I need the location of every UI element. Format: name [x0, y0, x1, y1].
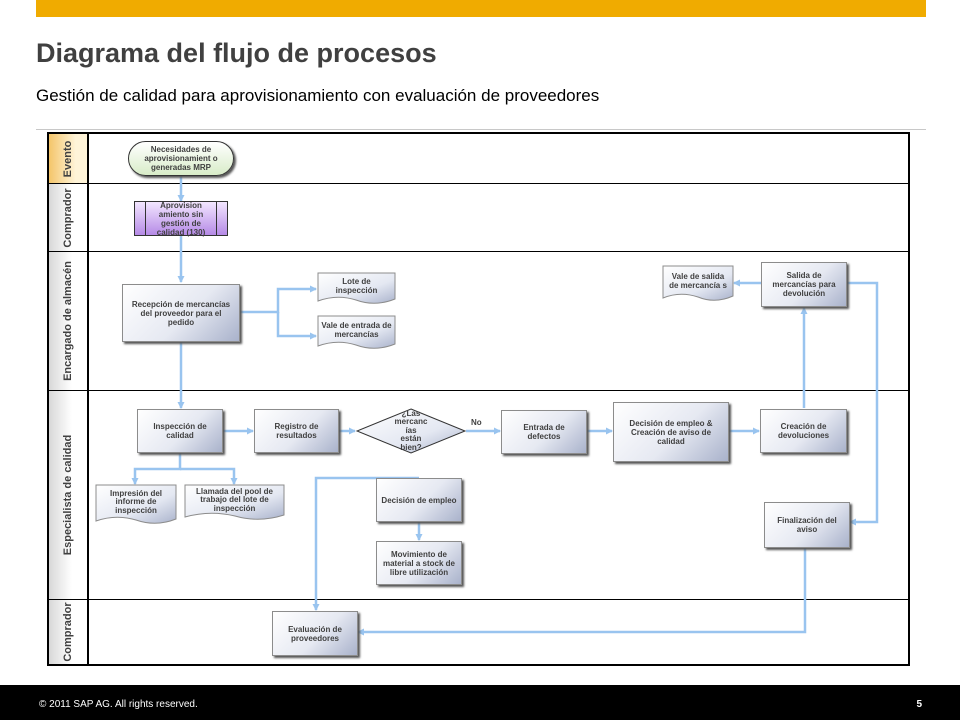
node-label: Aprovision amiento sin gestión de calida… — [156, 200, 206, 237]
node-label: Llamada del pool de trabajo del lote de … — [196, 486, 273, 513]
lane-label-almacen: Encargado de almacén — [49, 252, 89, 390]
node-label: ¿Las mercanc ías están bien? — [394, 408, 428, 452]
arrow — [131, 453, 182, 485]
diagram-frame — [47, 132, 910, 666]
document-llamada: Llamada del pool de trabajo del lote de … — [184, 484, 285, 521]
arrow — [847, 281, 879, 526]
lane-comprador-bottom: Comprador — [49, 600, 908, 664]
arrow — [276, 312, 317, 340]
header-divider — [36, 129, 926, 130]
lane-comprador-top: Comprador — [49, 184, 908, 252]
document-vale-salida: Vale de salida de mercancía s — [662, 265, 734, 302]
accent-bar — [36, 0, 926, 17]
lane-label-comprador: Comprador — [49, 184, 89, 251]
event-necesidades: Necesidades de aprovisionamient o genera… — [128, 141, 234, 176]
node-label: Creación de devoluciones — [777, 422, 830, 440]
lane-label-evento: Evento — [49, 134, 89, 183]
task-inspeccion: Inspección de calidad — [137, 409, 223, 453]
page-subtitle: Gestión de calidad para aprovisionamient… — [36, 86, 600, 105]
process-aprovisionamiento: Aprovision amiento sin gestión de calida… — [134, 200, 228, 237]
document-vale-entrada: Vale de entrada de mercancías — [317, 315, 396, 350]
node-label: Movimiento de material a stock de libre … — [382, 549, 456, 577]
task-creacion-devoluciones: Creación de devoluciones — [760, 409, 847, 453]
decision-mercancias: ¿Las mercanc ías están bien? — [356, 408, 466, 454]
copyright: © 2011 SAP AG. All rights reserved. — [39, 699, 198, 710]
node-label: Inspección de calidad — [153, 422, 207, 440]
node-label: Vale de salida de mercancía s — [669, 272, 727, 290]
node-label: Impresión del informe de inspección — [109, 488, 162, 515]
page-number: 5 — [916, 699, 922, 710]
footer: © 2011 SAP AG. All rights reserved. 5 — [0, 685, 960, 720]
arrow — [240, 285, 317, 314]
lane-label-comprador: Comprador — [49, 600, 89, 664]
task-entrada-defectos: Entrada de defectos — [501, 410, 587, 454]
node-label: Vale de entrada de mercancías — [321, 321, 392, 339]
branch-label-no: No — [471, 418, 482, 427]
lane-calidad: Especialista de calidad — [49, 391, 908, 600]
node-label: Decisión de empleo & Creación de aviso d… — [629, 418, 713, 446]
task-recepcion: Recepción de mercancías del proveedor pa… — [122, 284, 240, 342]
process-bar-right — [216, 202, 217, 235]
lane-almacen: Encargado de almacén — [49, 252, 908, 391]
task-decision-empleo: Decisión de empleo — [376, 478, 462, 522]
task-decision-aviso: Decisión de empleo & Creación de aviso d… — [613, 402, 729, 462]
node-label: Recepción de mercancías del proveedor pa… — [131, 299, 231, 327]
document-impresion: Impresión del informe de inspección — [95, 484, 177, 525]
swimlanes: Evento Comprador Encargado de almacén Es… — [49, 134, 908, 664]
process-bar-left — [145, 202, 146, 235]
arrow — [180, 467, 238, 485]
task-finalizacion: Finalización del aviso — [764, 502, 850, 548]
document-lote: Lote de inspección — [317, 272, 396, 305]
node-label: Lote de inspección — [335, 277, 378, 295]
node-label: Necesidades de aprovisionamient o genera… — [144, 145, 218, 172]
page-title: Diagrama del flujo de procesos — [36, 38, 437, 68]
node-label: Entrada de defectos — [523, 423, 565, 441]
node-label: Registro de resultados — [274, 422, 319, 440]
node-label: Finalización del aviso — [777, 516, 837, 534]
node-label: Evaluación de proveedores — [288, 624, 342, 643]
task-movimiento: Movimiento de material a stock de libre … — [376, 541, 462, 585]
node-label: Decisión de empleo — [381, 495, 457, 505]
task-evaluacion: Evaluación de proveedores — [272, 611, 358, 656]
arrow — [357, 548, 807, 636]
task-salida-devolucion: Salida de mercancías para devolución — [761, 262, 847, 307]
task-registro: Registro de resultados — [254, 409, 339, 453]
node-label: Salida de mercancías para devolución — [772, 271, 836, 298]
lane-evento: Evento — [49, 134, 908, 184]
lane-label-calidad: Especialista de calidad — [49, 391, 89, 599]
